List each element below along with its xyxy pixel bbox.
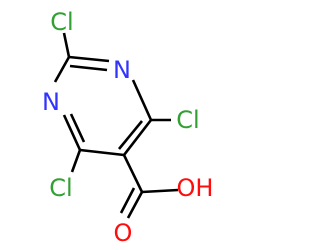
bond-c2-n3 bbox=[68, 55, 110, 63]
atom-n-left: N bbox=[42, 88, 60, 116]
atom-o-carbonyl: O bbox=[114, 219, 133, 247]
bond-n3-c4 bbox=[131, 79, 153, 121]
atom-cl-right: Cl bbox=[176, 106, 199, 134]
bond-c6-n1-double bbox=[69, 113, 86, 143]
bond-c6-cl bbox=[70, 149, 82, 173]
bond-c-o-double-1 bbox=[126, 191, 144, 219]
atom-oh: OH bbox=[177, 174, 214, 202]
substituent-bonds bbox=[62, 32, 179, 219]
bond-c5-cooh bbox=[122, 154, 144, 193]
bond-c5-c6 bbox=[79, 148, 125, 157]
bond-n1-c2 bbox=[53, 56, 71, 83]
bond-c2-n3-double bbox=[69, 64, 108, 72]
bond-c-oh bbox=[141, 188, 179, 194]
ring-bonds bbox=[53, 55, 153, 157]
atom-cl-bottom: Cl bbox=[49, 174, 72, 202]
bond-c6-n1 bbox=[62, 114, 82, 151]
bond-c4-c5 bbox=[122, 119, 153, 156]
bond-c4-c5-double bbox=[117, 120, 144, 150]
atom-n-top: N bbox=[113, 56, 131, 84]
bond-c2-cl bbox=[62, 32, 71, 58]
molecule-diagram: Cl N N Cl Cl OH O bbox=[42, 8, 214, 247]
bond-c-o-double-2 bbox=[119, 187, 136, 214]
atom-cl-top: Cl bbox=[50, 8, 73, 36]
